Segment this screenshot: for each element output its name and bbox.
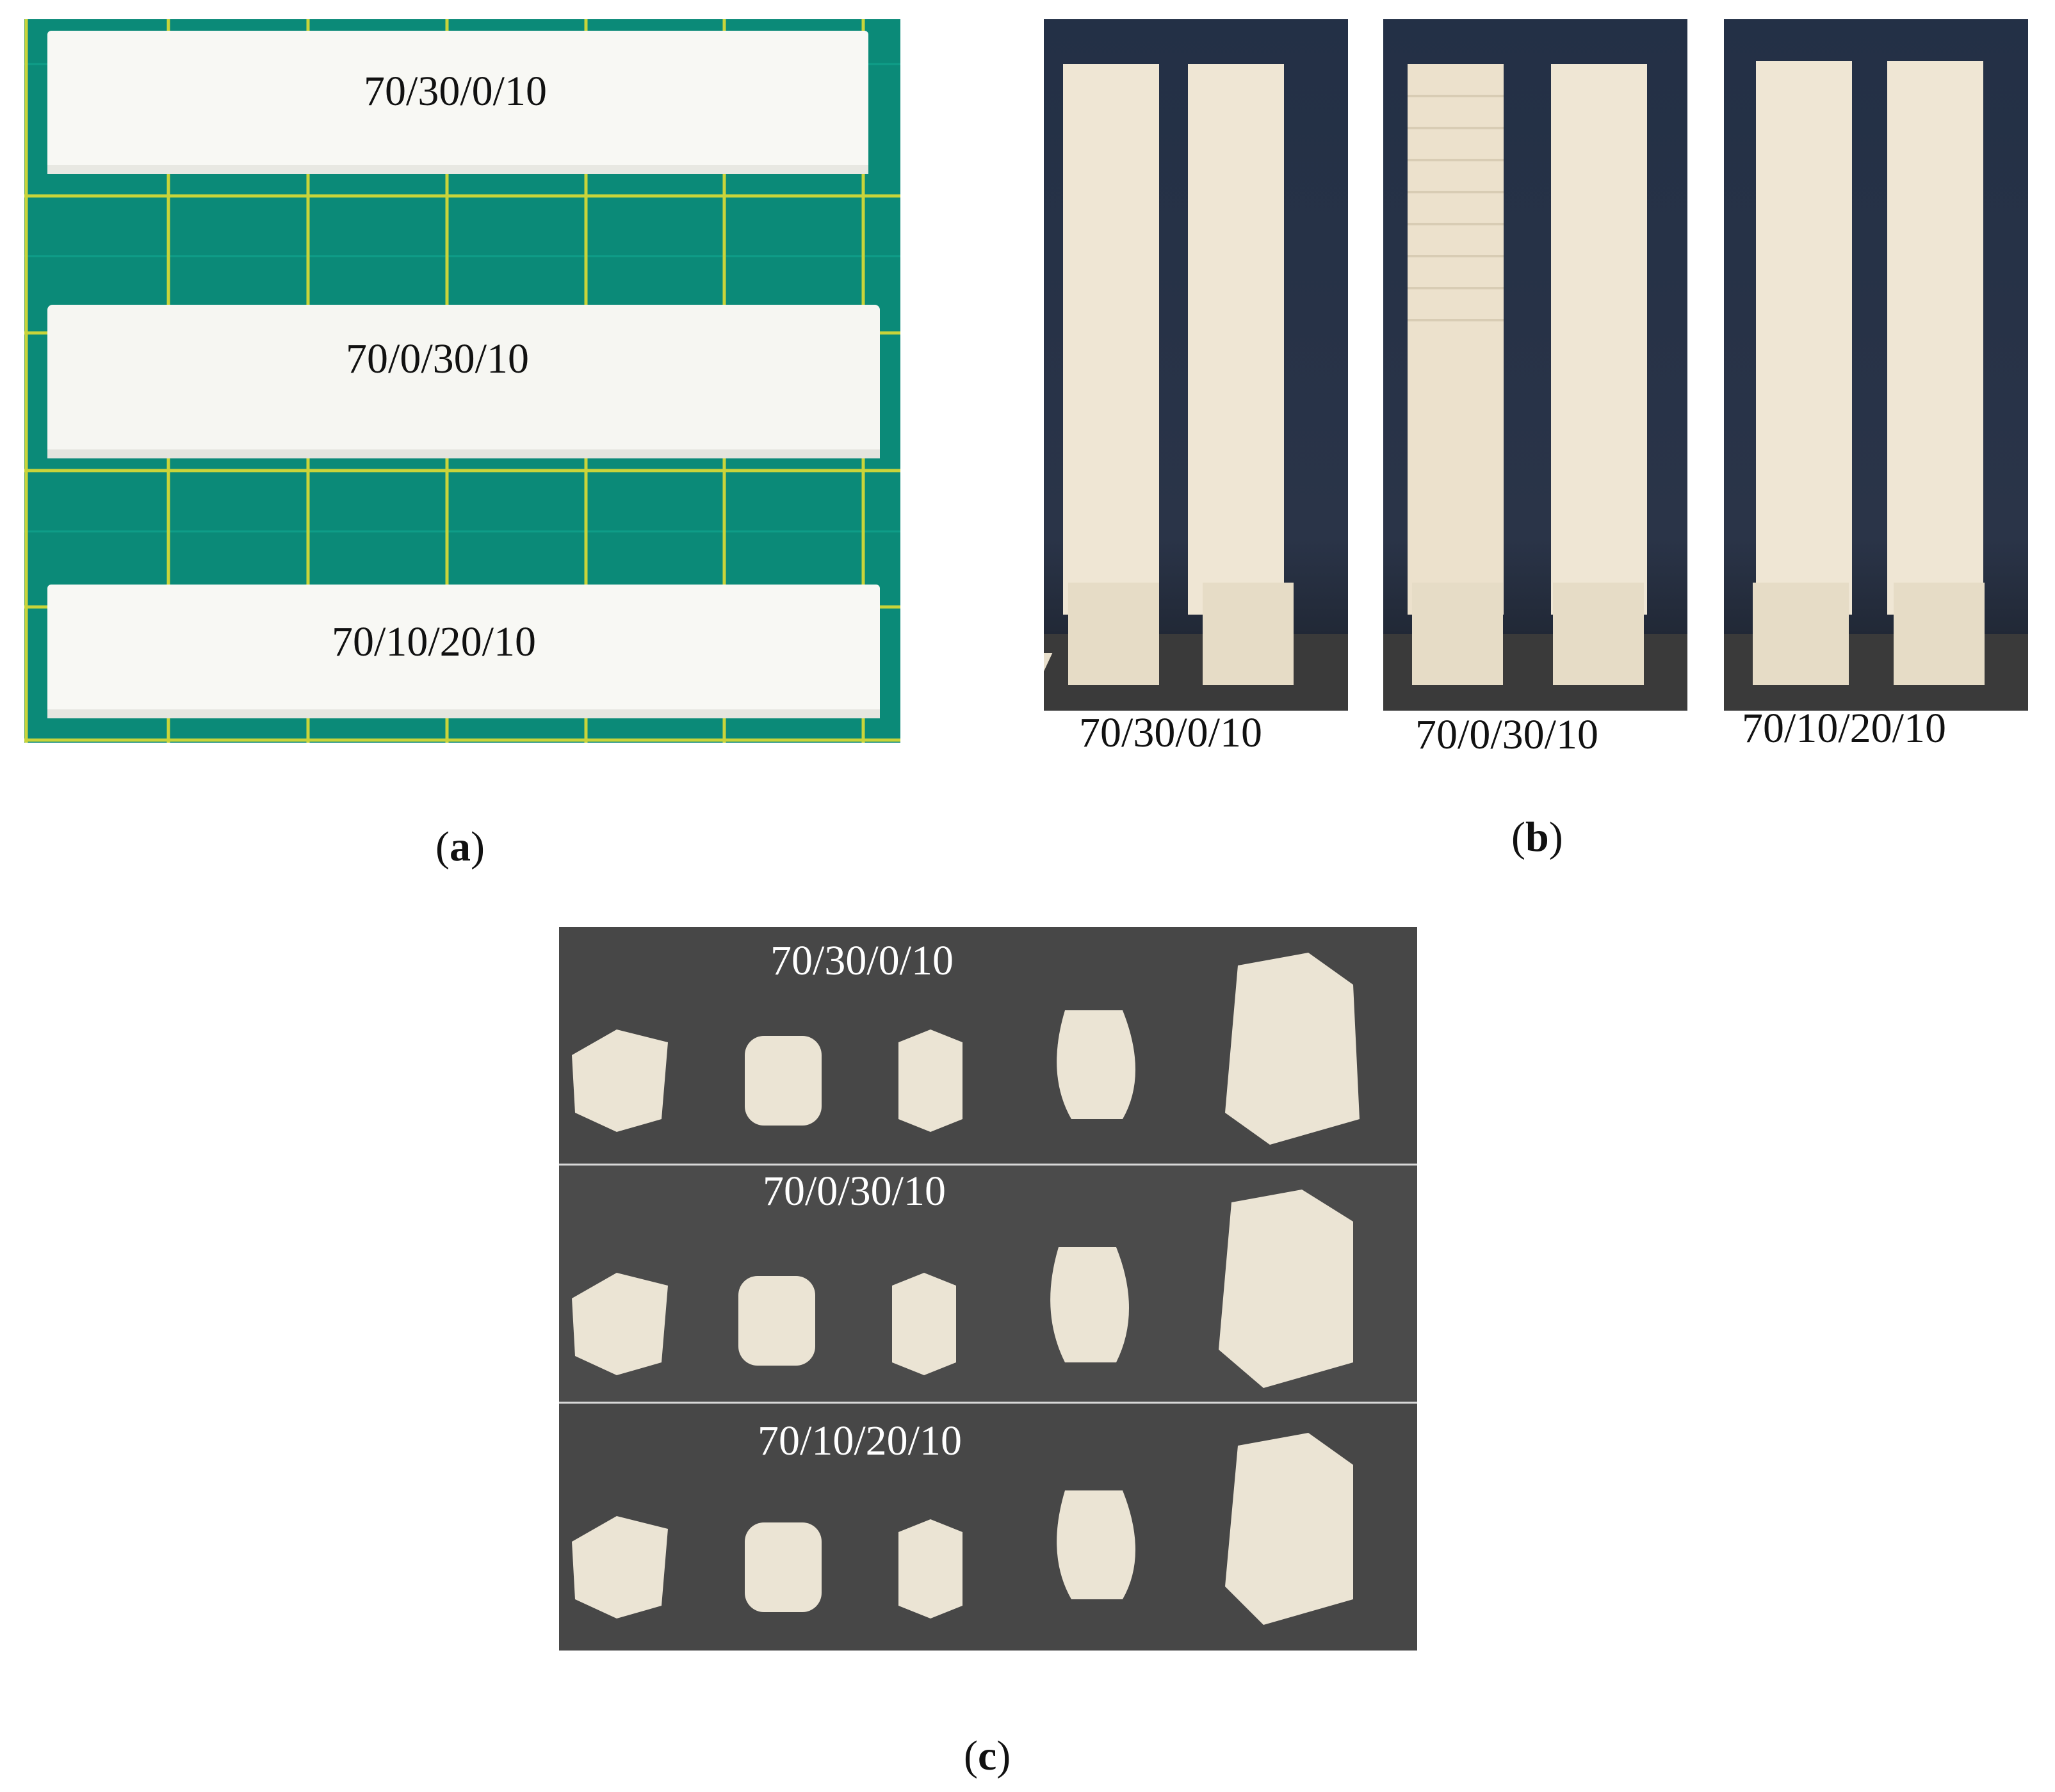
tower-label-3: 70/10/20/10: [1742, 705, 1947, 752]
object-row-label-2: 70/0/30/10: [763, 1168, 946, 1215]
tower-photo-2: [1383, 19, 1687, 711]
caption-b: (b): [1511, 814, 1563, 860]
specimen-strips: [47, 31, 880, 718]
object-row-label-3: 70/10/20/10: [758, 1417, 963, 1464]
caption-c: (c): [964, 1732, 1011, 1779]
tower-photo-3: [1724, 19, 2028, 711]
tower-label-2: 70/0/30/10: [1415, 711, 1599, 758]
object-row-label-1: 70/30/0/10: [770, 937, 954, 984]
caption-a: (a): [435, 823, 485, 870]
strip-label-3: 70/10/20/10: [332, 618, 537, 665]
panel-b-photos: 70/30/0/10 70/0/30/10 70/10/20/10: [1044, 19, 2030, 768]
tower-label-1: 70/30/0/10: [1079, 709, 1263, 756]
printed-objects-photo: [559, 927, 1417, 1651]
panel-a-photo: 70/30/0/10 70/0/30/10 70/10/20/10: [24, 19, 900, 743]
strip-label-1: 70/30/0/10: [364, 68, 548, 115]
tower-photo-1: [1044, 19, 1348, 711]
cutting-mat-photo: [24, 19, 900, 743]
panel-c-photos: 70/30/0/10 70/0/30/10 70/10/20/10: [559, 927, 1417, 1651]
strip-label-2: 70/0/30/10: [346, 335, 530, 382]
